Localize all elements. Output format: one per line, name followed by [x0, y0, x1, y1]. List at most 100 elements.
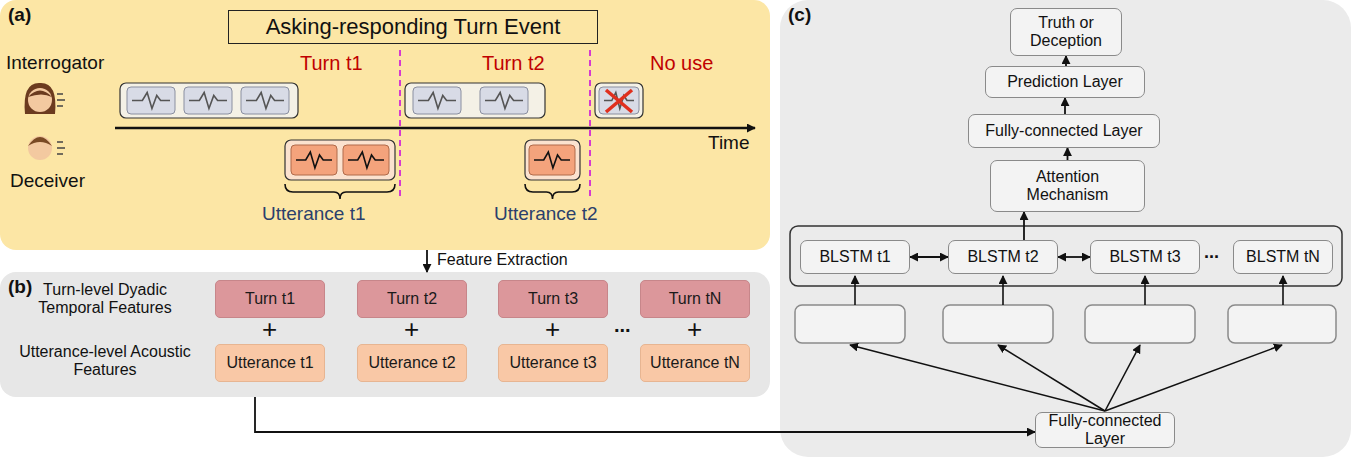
turn-label: Turn t1 [300, 52, 363, 75]
utterance-feature-box: Utterance tN [640, 344, 750, 382]
speech-segment [595, 83, 643, 118]
panel-tag: (c) [788, 4, 811, 26]
layer-box: Prediction Layer [985, 66, 1145, 98]
speech-segment [285, 140, 395, 180]
person-icon [25, 83, 56, 114]
plus-sign: + [404, 315, 419, 343]
waveform-icon [485, 93, 523, 109]
waveform-icon [599, 87, 639, 114]
speech-segment [120, 83, 298, 118]
output-box: Truth or Deception [1010, 8, 1122, 56]
hidden-unit-box [1228, 305, 1336, 343]
hidden-unit-box [795, 305, 905, 343]
speech-segment [405, 83, 545, 118]
layer-box: Attention Mechanism [990, 160, 1145, 212]
waveform-icon [296, 152, 332, 168]
box-text: BLSTM t2 [967, 248, 1038, 266]
box-text: Fully-connected Layer [985, 122, 1142, 140]
box-text: BLSTM tN [1246, 248, 1320, 266]
sound-marks [57, 142, 65, 154]
box-text: Utterance t2 [368, 354, 455, 372]
blstm-group-frame [790, 226, 1342, 286]
fan-arrow [1105, 345, 1140, 411]
box-text: Turn t3 [528, 290, 578, 308]
turn-divider [589, 50, 591, 198]
waveform-icon [343, 145, 389, 175]
waveform-icon [534, 152, 570, 168]
panel-tag: (b) [8, 276, 32, 298]
input-arrow [1282, 276, 1284, 305]
blstm-box: BLSTM t2 [948, 240, 1058, 274]
blstm-box: BLSTM t3 [1090, 240, 1200, 274]
turn-label: Turn t2 [482, 52, 545, 75]
waveform-icon [348, 152, 384, 168]
connector [255, 397, 1035, 432]
waveform-icon [246, 93, 284, 109]
waveform-icon [127, 87, 175, 114]
turn-feature-box: Turn t1 [215, 280, 325, 318]
turn-feature-box: Turn t2 [357, 280, 467, 318]
fan-arrow [850, 345, 1105, 411]
speaker-label: Deceiver [10, 170, 85, 192]
hidden-unit-box [943, 305, 1053, 343]
turn-feature-box: Turn tN [640, 280, 750, 318]
connector [1064, 98, 1066, 114]
input-arrow [1144, 276, 1146, 305]
turn-label: No use [650, 52, 713, 75]
panel-c: (c) Truth or DeceptionPrediction LayerFul… [780, 0, 1351, 457]
connector [426, 250, 428, 272]
turn-feature-box: Turn t3 [498, 280, 608, 318]
waveform-icon [189, 93, 227, 109]
waveform-icon [413, 87, 461, 114]
brace [525, 184, 580, 199]
speech-segment [525, 140, 580, 180]
utterance-label: Utterance t2 [494, 203, 598, 225]
discard-cross [606, 90, 632, 112]
waveform-icon [132, 93, 170, 109]
plus-sign: + [545, 315, 560, 343]
utterance-label: Utterance t1 [262, 203, 366, 225]
box-text: BLSTM t3 [1109, 248, 1180, 266]
waveform-icon [529, 145, 575, 175]
box-text: Turn tN [669, 290, 722, 308]
blstm-box: BLSTM tN [1233, 240, 1333, 274]
waveform-icon [418, 93, 456, 109]
title-box: Asking-responding Turn Event [228, 10, 598, 44]
panel-tag: (a) [8, 4, 31, 26]
edge-label: Feature Extraction [437, 251, 568, 269]
sound-marks [57, 94, 65, 106]
utterance-feature-box: Utterance t1 [215, 344, 325, 382]
panel-a: (a) Asking-responding Turn Event [0, 0, 770, 250]
waveform-icon [184, 87, 232, 114]
box-text: Truth or Deception [1017, 14, 1115, 50]
person-icon [28, 137, 52, 146]
layer-box: Fully-connected Layer [968, 114, 1160, 148]
box-text: Attention Mechanism [997, 168, 1138, 204]
person-icon [28, 91, 52, 98]
waveform-icon [480, 87, 528, 114]
connector [1067, 148, 1069, 160]
brace [285, 184, 395, 199]
connector [1058, 256, 1090, 258]
person-icon [28, 88, 52, 112]
turn-divider [399, 50, 401, 198]
waveform-icon [241, 87, 289, 114]
person-icon [28, 136, 52, 160]
layer-box: Fully-connected Layer [1035, 412, 1175, 448]
box-text: BLSTM t1 [819, 248, 890, 266]
box-text: Fully-connected Layer [1042, 412, 1168, 448]
connector [910, 256, 948, 258]
input-arrow [1002, 276, 1004, 305]
blstm-box: BLSTM t1 [800, 240, 910, 274]
connector [1023, 212, 1025, 240]
connector [1065, 56, 1067, 66]
ellipsis: ... [614, 314, 631, 337]
hidden-unit-box [1085, 305, 1195, 343]
box-text: Prediction Layer [1007, 73, 1123, 91]
plus-sign: + [262, 315, 277, 343]
axis-label: Time [708, 132, 750, 154]
fan-arrow [998, 345, 1105, 411]
box-text: Turn t1 [245, 290, 295, 308]
input-arrow [854, 276, 856, 305]
